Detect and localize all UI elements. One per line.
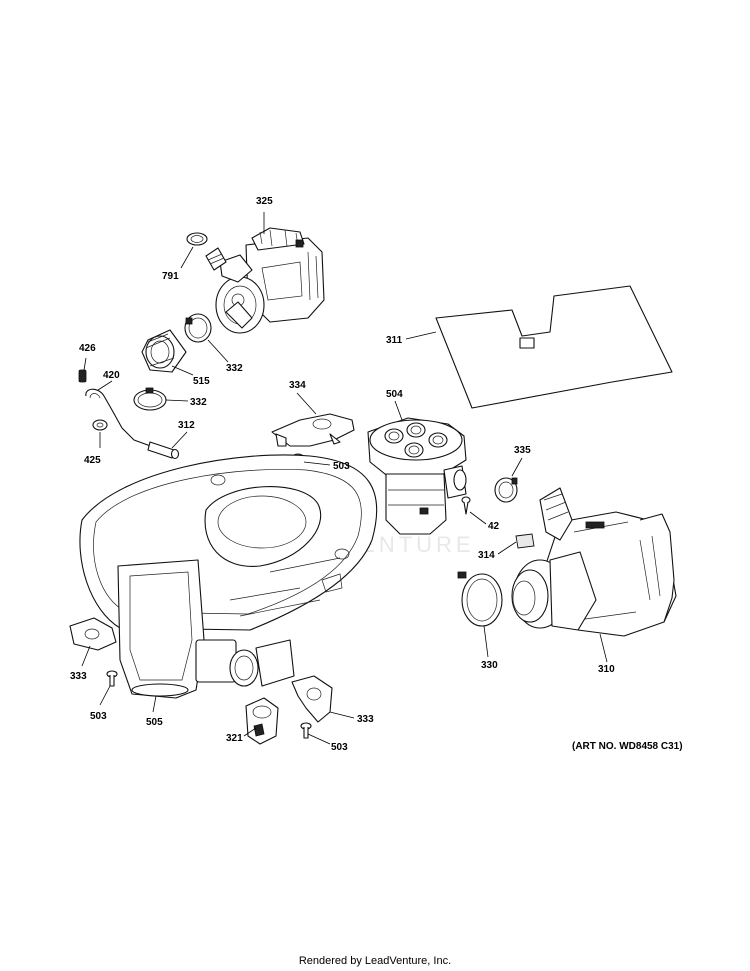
callout-334: 334 [289, 380, 306, 391]
hose-coupling-515 [141, 329, 187, 373]
callout-503-top: 503 [333, 461, 350, 472]
screw-503-c [300, 722, 312, 739]
callout-504: 504 [386, 389, 403, 400]
screw-42 [461, 496, 471, 515]
screw-426 [78, 369, 87, 383]
callout-321: 321 [226, 733, 243, 744]
o-ring-791 [186, 232, 208, 246]
callout-332-upper: 332 [226, 363, 243, 374]
callout-505: 505 [146, 717, 163, 728]
bracket-333-left [69, 617, 117, 651]
callout-791: 791 [162, 271, 179, 282]
grommet-425 [92, 419, 108, 431]
pad-314 [515, 533, 535, 549]
hose-clamp-330 [457, 571, 503, 627]
callout-426: 426 [79, 343, 96, 354]
art-number-label: (ART NO. WD8458 C31) [572, 741, 683, 752]
callout-420: 420 [103, 370, 120, 381]
screw-503-b [106, 670, 118, 687]
hose-clamp-332-upper [184, 313, 212, 343]
callout-332-lower: 332 [190, 397, 207, 408]
callout-330: 330 [481, 660, 498, 671]
footer-credit: Rendered by LeadVenture, Inc. [298, 955, 452, 967]
callout-503-left: 503 [90, 711, 107, 722]
callout-311: 311 [386, 335, 403, 346]
circulation-pump-310 [511, 487, 677, 637]
hose-clamp-335 [494, 477, 518, 503]
callout-42: 42 [488, 521, 500, 532]
callout-312: 312 [178, 420, 195, 431]
callout-333-left: 333 [70, 671, 87, 682]
rod-420 [85, 388, 157, 449]
callout-503-bottom: 503 [331, 742, 348, 753]
callout-310: 310 [598, 664, 615, 675]
callout-515: 515 [193, 376, 210, 387]
hose-clamp-332-lower [133, 387, 167, 411]
callout-314: 314 [478, 550, 495, 561]
callout-333-right: 333 [357, 714, 374, 725]
insulation-sheet-311 [435, 285, 673, 409]
bracket-333-right [291, 675, 333, 723]
bracket-334 [271, 413, 355, 447]
tube-312 [147, 441, 180, 460]
callout-325: 325 [256, 196, 273, 207]
diverter-504 [367, 417, 467, 535]
sump-assembly-505 [79, 454, 378, 699]
callout-425: 425 [84, 455, 101, 466]
callout-335: 335 [514, 445, 531, 456]
sensor-321 [245, 697, 279, 745]
drain-pump-assembly [205, 227, 325, 334]
